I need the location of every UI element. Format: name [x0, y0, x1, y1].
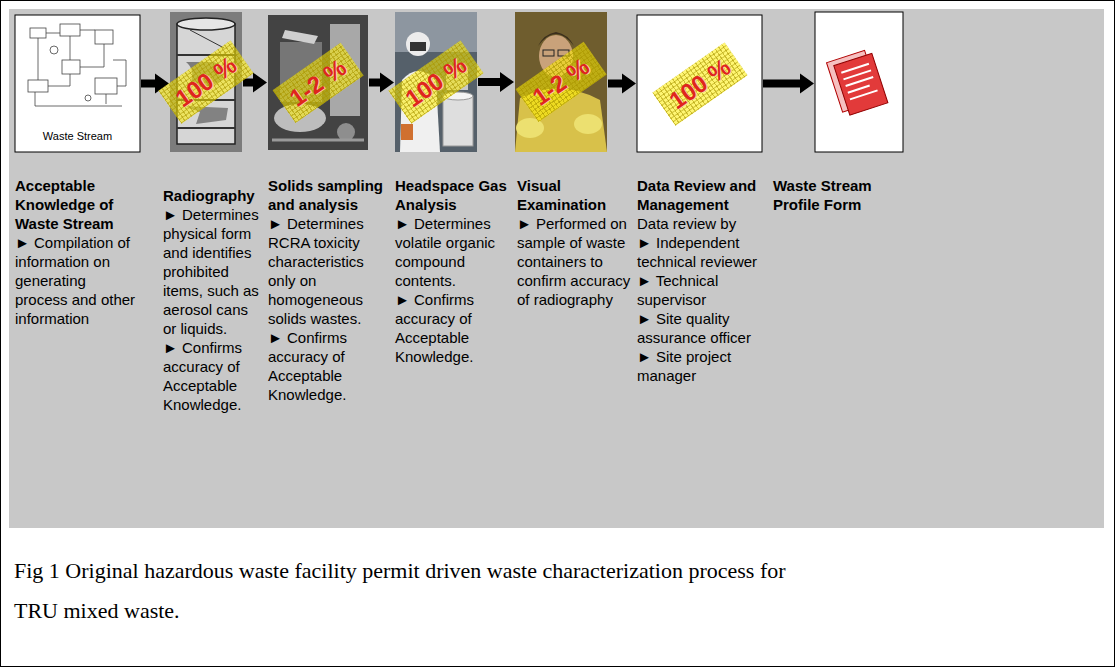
step-description: ► Determines physical form and identifie… — [163, 205, 265, 338]
step-description: ► Site quality assurance officer — [637, 309, 765, 347]
percentage-stamp: 100 % — [388, 40, 483, 123]
text-column: Radiography► Determines physical form an… — [163, 186, 265, 414]
figure-caption: Fig 1 Original hazardous waste facility … — [14, 551, 834, 631]
step-description: Data review by — [637, 214, 765, 233]
sampling-picture — [268, 15, 368, 150]
step-description: ► Independent technical reviewer — [637, 233, 765, 271]
visual-examination-box: 1-2 %Visual Examination► Performed on sa… — [515, 12, 607, 152]
step-description: ► Technical supervisor — [637, 271, 765, 309]
step-description: ► Site project manager — [637, 347, 765, 385]
solids-sampling-box: 1-2 %Solids sampling and analysis► Deter… — [268, 15, 368, 150]
schematic-picture — [15, 15, 140, 152]
step-heading: Waste Stream Profile Form — [773, 176, 898, 214]
grey-panel — [9, 9, 1104, 528]
data-review-picture — [637, 15, 762, 152]
profile-form-box: Waste Stream Profile Form — [815, 12, 903, 152]
text-column: Visual Examination► Performed on sample … — [517, 176, 631, 309]
text-column: Waste Stream Profile Form — [773, 176, 898, 214]
visual-exam-picture — [515, 12, 607, 152]
flow-arrow — [763, 74, 814, 94]
step-description: ► Confirms accuracy of Acceptable Knowle… — [163, 338, 265, 414]
image-caption: Waste Stream — [15, 130, 140, 143]
step-heading: Headspace Gas Analysis — [395, 176, 514, 214]
data-review-box: 100 %Data Review and ManagementData revi… — [637, 15, 762, 152]
percentage-stamp: 100 % — [652, 42, 747, 125]
percentage-stamp: 1-2 % — [273, 42, 364, 122]
acceptable-knowledge-box: Waste StreamAcceptable Knowledge of Wast… — [15, 15, 140, 152]
step-description: ► Confirms accuracy of Acceptable Knowle… — [395, 290, 514, 366]
step-heading: Solids sampling and analysis — [268, 176, 392, 214]
step-description: ► Determines volatile organic compound c… — [395, 214, 514, 290]
step-description: ► Confirms accuracy of Acceptable Knowle… — [268, 328, 392, 404]
step-heading: Acceptable Knowledge of Waste Stream — [15, 176, 141, 233]
text-column: Solids sampling and analysis► Determines… — [268, 176, 392, 404]
text-column: Acceptable Knowledge of Waste Stream► Co… — [15, 176, 141, 328]
step-heading: Visual Examination — [517, 176, 631, 214]
percentage-stamp: 1-2 % — [516, 42, 607, 122]
profile-form-picture — [815, 12, 903, 152]
step-heading: Data Review and Management — [637, 176, 765, 214]
percentage-stamp: 100 % — [158, 40, 253, 123]
step-description: ► Compilation of information on generati… — [15, 233, 141, 328]
text-column: Headspace Gas Analysis► Determines volat… — [395, 176, 514, 366]
text-column: Data Review and ManagementData review by… — [637, 176, 765, 385]
radiography-box: 100 %Radiography► Determines physical fo… — [170, 12, 242, 152]
flow-arrow — [608, 74, 636, 94]
headspace-gas-box: 100 %Headspace Gas Analysis► Determines … — [395, 12, 477, 152]
step-description: ► Determines RCRA toxicity characteristi… — [268, 214, 392, 328]
step-description: ► Performed on sample of waste container… — [517, 214, 631, 309]
step-heading: Radiography — [163, 186, 265, 205]
flow-arrow — [478, 72, 514, 92]
